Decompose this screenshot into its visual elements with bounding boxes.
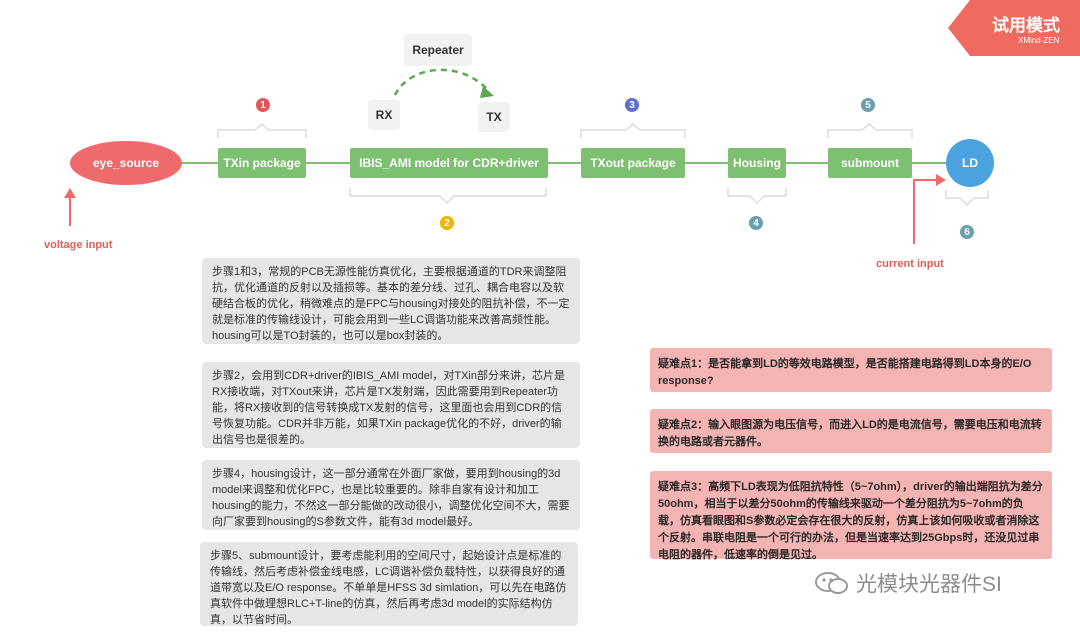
housing-node[interactable]: Housing: [728, 148, 786, 178]
brace-4: [727, 188, 787, 205]
badge-4: 4: [749, 216, 763, 230]
badge-1: 1: [256, 98, 270, 112]
brace-6: [945, 190, 989, 207]
wechat-icon: [815, 572, 848, 594]
note-step-4: 步骤4，housing设计，这一部分通常在外面厂家做，要用到housing的3d…: [202, 460, 580, 530]
repeater-curve: [393, 68, 489, 96]
current-input-label: current input: [876, 258, 944, 270]
voltage-input-label: voltage input: [44, 239, 113, 251]
brace-2: [349, 188, 547, 205]
tx-node[interactable]: TX: [478, 102, 510, 132]
txin-package-node[interactable]: TXin package: [218, 148, 306, 178]
repeater-arrowhead: [480, 86, 494, 98]
badge-6: 6: [960, 225, 974, 239]
question-3: 疑难点3：高频下LD表现为低阻抗特性（5~7ohm），driver的输出端阻抗为…: [650, 471, 1052, 561]
watermark-text: 光模块光器件SI: [856, 573, 1002, 596]
watermark: 光模块光器件SI: [814, 568, 1002, 598]
note-step-5: 步骤5、submount设计，要考虑能利用的空间尺寸，起始设计点是标准的传输线，…: [200, 542, 578, 626]
current-input-arrow: [913, 179, 940, 244]
note-step-2: 步骤2，会用到CDR+driver的IBIS_AMI model，对TXin部分…: [202, 362, 580, 448]
question-2: 疑难点2：输入眼图源为电压信号，而进入LD的是电流信号，需要电压和电流转换的电路…: [650, 409, 1052, 453]
brace-5: [827, 123, 913, 138]
trial-mode-badge: 试用模式 XMind·ZEN: [948, 0, 1080, 56]
submount-node[interactable]: submount: [828, 148, 912, 178]
badge-5: 5: [861, 98, 875, 112]
repeater-node[interactable]: Repeater: [404, 34, 472, 66]
rx-node[interactable]: RX: [368, 100, 400, 130]
brace-3: [580, 123, 686, 138]
ibis-ami-model-node[interactable]: IBIS_AMI model for CDR+driver: [350, 148, 548, 178]
txout-package-node[interactable]: TXout package: [581, 148, 685, 178]
badge-3: 3: [625, 98, 639, 112]
brace-1: [217, 123, 307, 138]
note-step-1-3: 步骤1和3，常规的PCB无源性能仿真优化，主要根据通道的TDR来调整阻抗，优化通…: [202, 258, 580, 344]
question-1: 疑难点1：是否能拿到LD的等效电路模型，是否能搭建电路得到LD本身的E/O re…: [650, 348, 1052, 392]
trial-badge-brand: XMind·ZEN: [1018, 36, 1060, 45]
ld-node[interactable]: LD: [946, 139, 994, 187]
trial-badge-title: 试用模式: [992, 16, 1060, 35]
eye-source-node[interactable]: eye_source: [70, 141, 182, 185]
badge-2: 2: [440, 216, 454, 230]
trial-badge-shape: [948, 0, 1080, 56]
